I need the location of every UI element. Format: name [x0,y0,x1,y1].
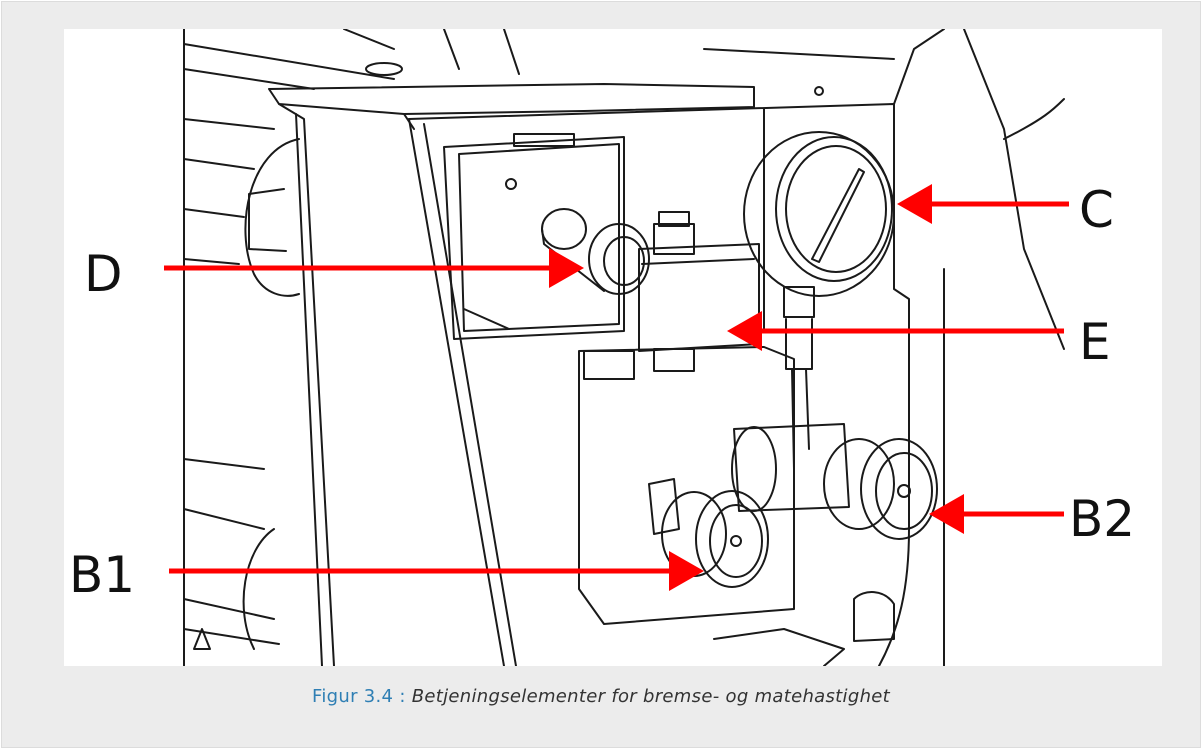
label-c: C [1079,181,1114,239]
knob-b2 [731,423,938,540]
caption-figure-number: Figur 3.4 : [311,686,406,707]
control-box [443,133,650,340]
side-plate [278,29,1065,666]
technical-illustration: D C E B1 B2 [64,29,1162,666]
label-d: D [84,245,123,303]
valve-block [578,211,795,625]
knob-b1 [648,478,769,588]
caption-text: Betjeningselementer for bremse- og mateh… [411,686,891,707]
label-b2: B2 [1069,490,1135,548]
figure-caption: Figur 3.4 : Betjeningselementer for brem… [0,684,1202,710]
machine-drawing: D C E B1 B2 [69,29,1135,666]
left-frame-structure [183,29,395,666]
pressure-gauge [743,131,895,470]
label-e: E [1079,313,1111,371]
label-b1: B1 [69,546,135,604]
